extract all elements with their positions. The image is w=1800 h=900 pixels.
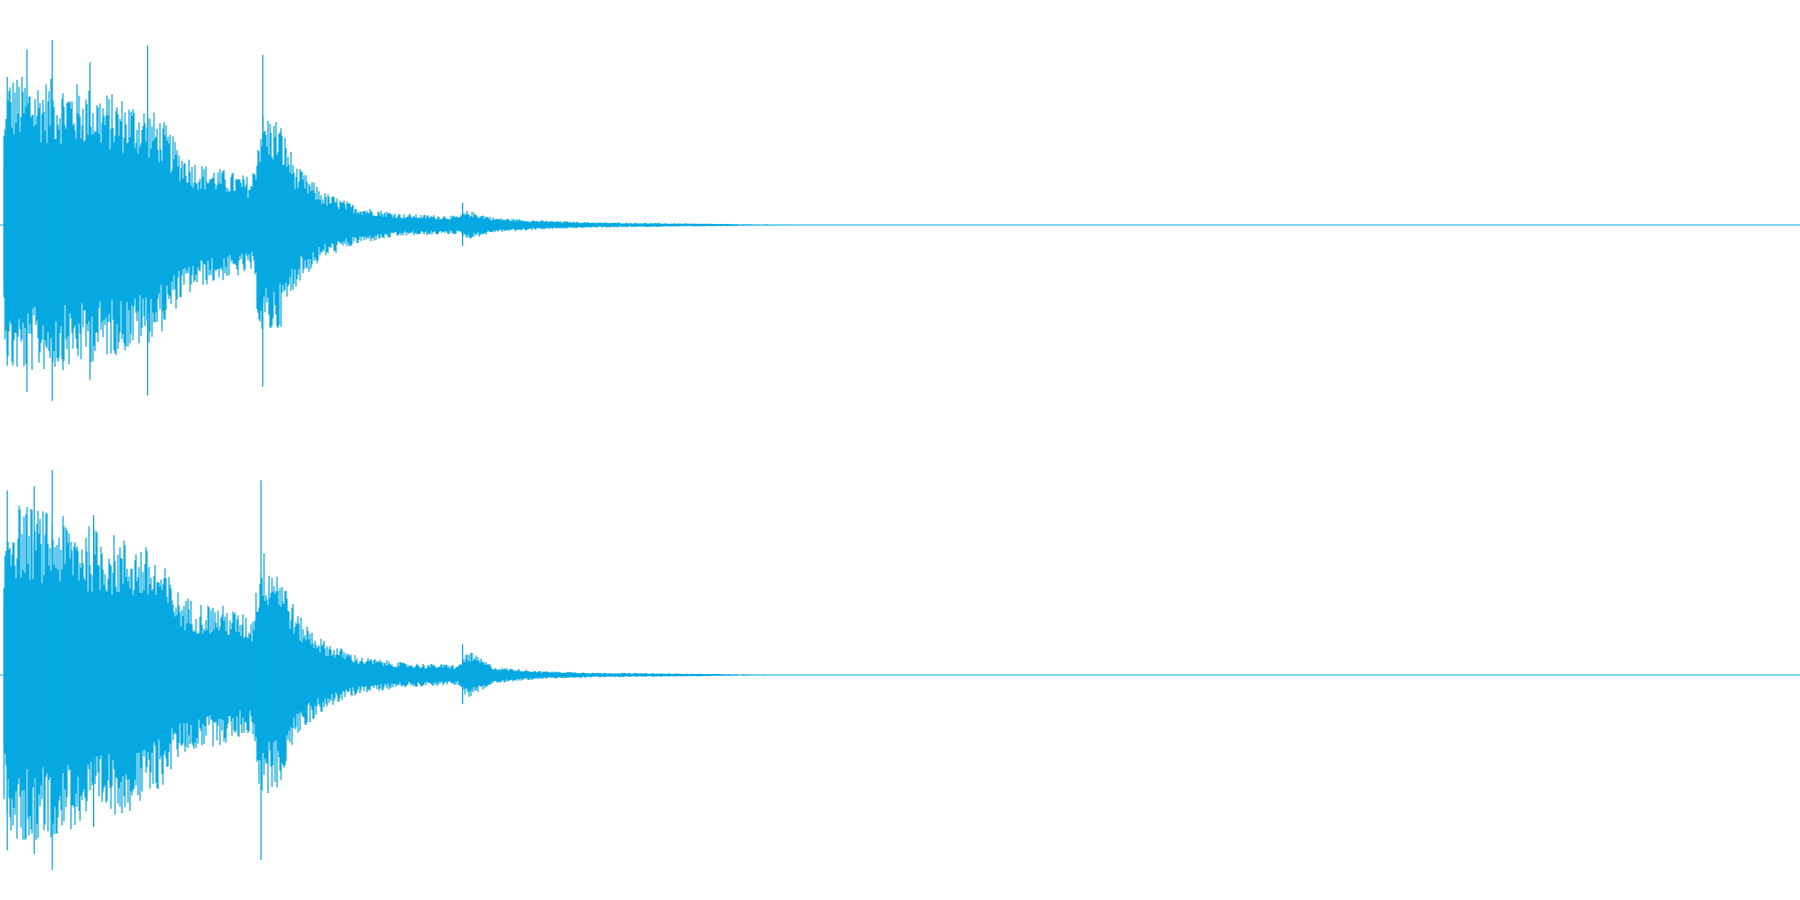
channel-waveform-core — [3, 141, 770, 309]
channel-waveform-core — [3, 579, 745, 771]
waveform-channel-2 — [0, 470, 1800, 870]
waveform-channel-1 — [0, 40, 1800, 401]
